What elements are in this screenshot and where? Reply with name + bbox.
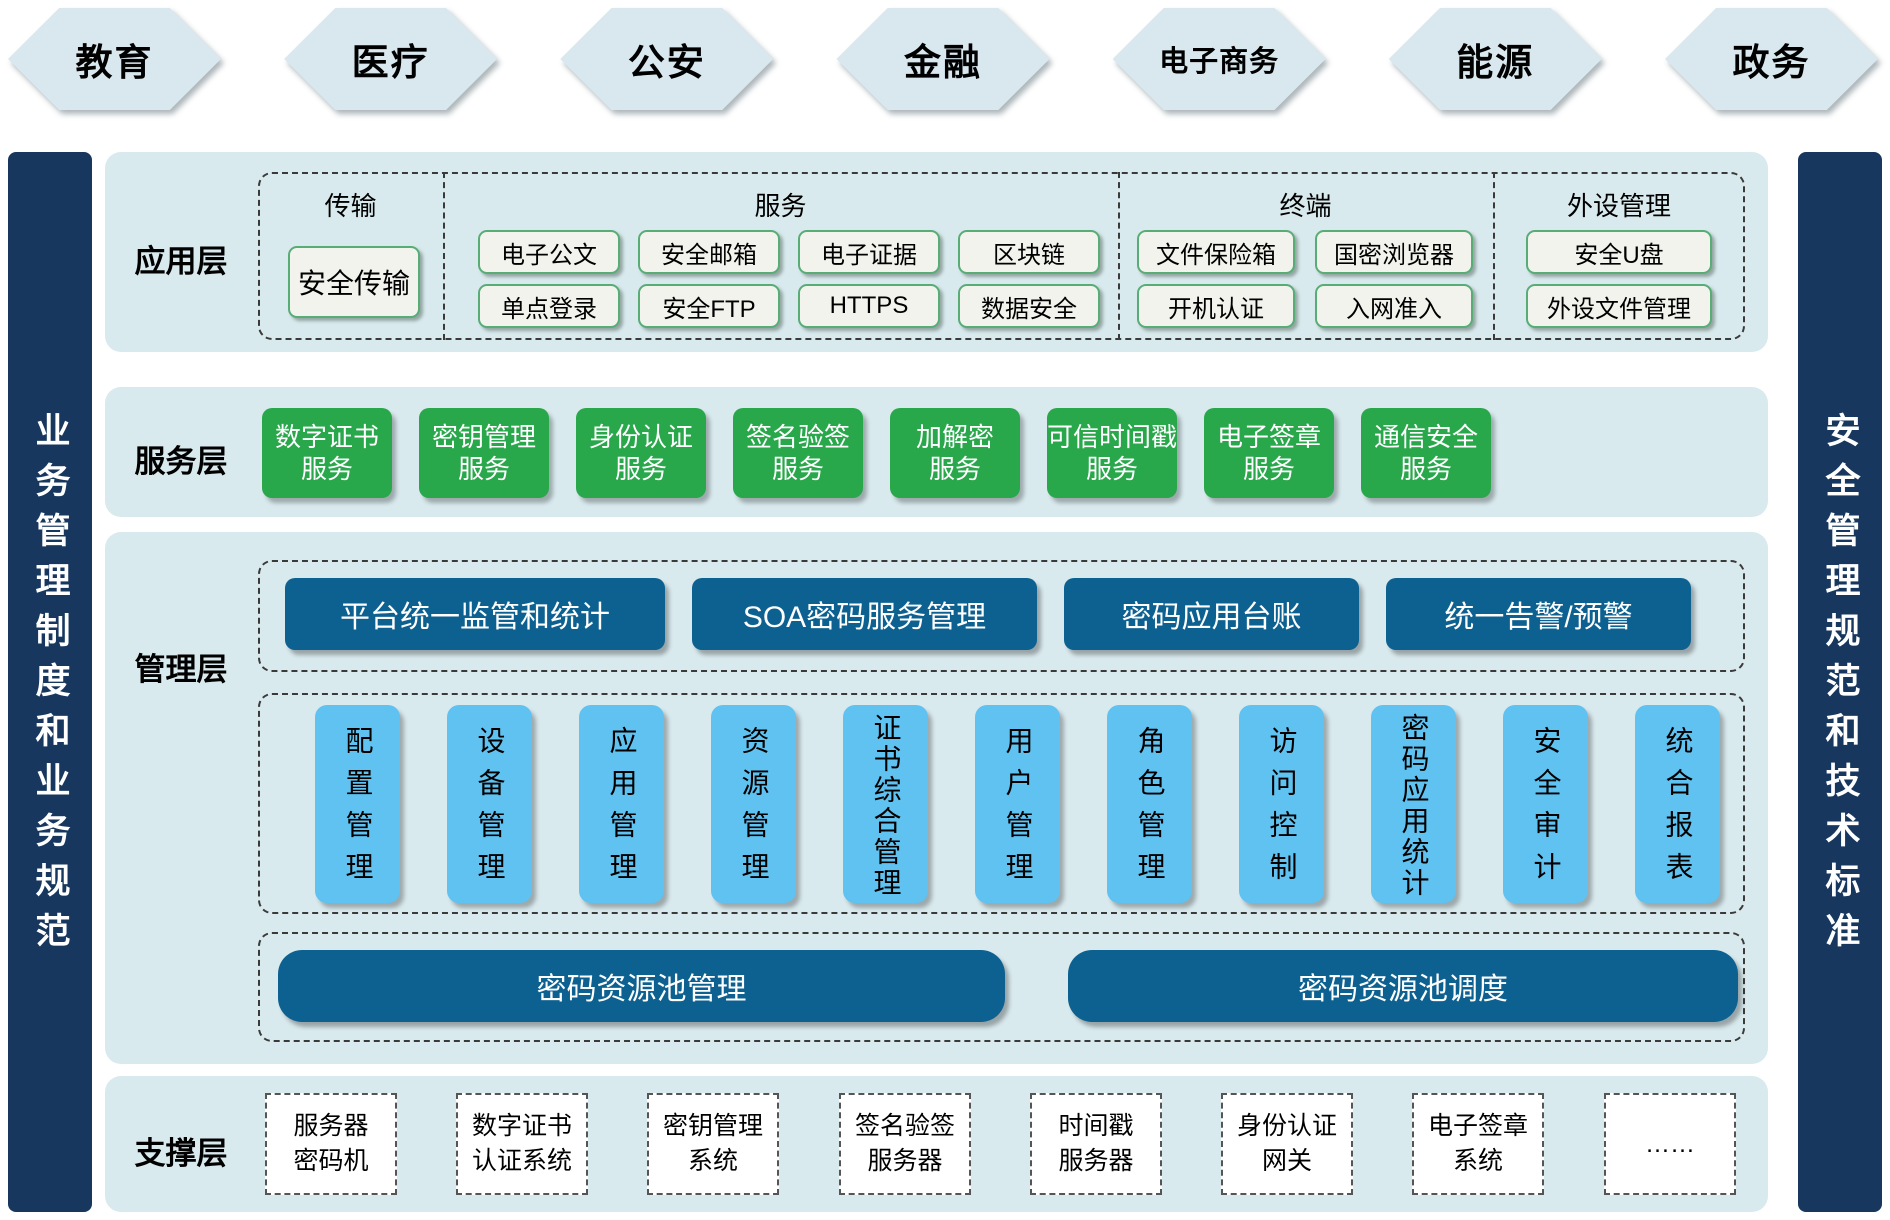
hexagon-label: 医疗 [284, 8, 498, 110]
hexagon-industry: 能源 [1388, 8, 1602, 110]
mgmt-box-crypto-ledger: 密码应用台账 [1064, 578, 1359, 650]
support-box: 密钥管理 系统 [647, 1093, 779, 1195]
mgmt-box-resource-pool-scheduling: 密码资源池调度 [1068, 950, 1738, 1022]
app-box: 区块链 [958, 230, 1100, 274]
app-box: 安全邮箱 [638, 230, 780, 274]
service-box: 身份认证 服务 [576, 408, 706, 498]
app-box: 电子证据 [798, 230, 940, 274]
service-box: 加解密 服务 [890, 408, 1020, 498]
support-box: 签名验签 服务器 [839, 1093, 971, 1195]
mgmt-module: 密码应用统计 [1371, 705, 1456, 903]
application-group-separator [1118, 172, 1120, 340]
mgmt-module: 访问控制 [1239, 705, 1324, 903]
group-label-terminal: 终端 [1279, 191, 1332, 221]
support-box: 身份认证 网关 [1221, 1093, 1353, 1195]
app-box: 电子公文 [478, 230, 620, 274]
app-box: 数据安全 [958, 284, 1100, 328]
support-box-ellipsis: …… [1604, 1093, 1736, 1195]
app-box: 单点登录 [478, 284, 620, 328]
left-sidebar-business-standards: 业务管理制度和业务规范 [8, 152, 92, 1212]
hexagon-industry: 公安 [560, 8, 774, 110]
app-box: 文件保险箱 [1137, 230, 1295, 274]
hexagon-label: 政务 [1664, 8, 1878, 110]
application-layer-label: 应用层 [134, 244, 228, 279]
mgmt-box-resource-pool-mgmt: 密码资源池管理 [278, 950, 1005, 1022]
service-layer-label: 服务层 [134, 444, 228, 479]
application-group-border [258, 172, 1745, 340]
hexagon-label: 电子商务 [1112, 8, 1326, 110]
app-box: 开机认证 [1137, 284, 1295, 328]
mgmt-module: 资源管理 [711, 705, 796, 903]
service-box: 电子签章 服务 [1204, 408, 1334, 498]
management-bottom-group-border [258, 932, 1745, 1042]
mgmt-module: 安全审计 [1503, 705, 1588, 903]
service-box: 数字证书 服务 [262, 408, 392, 498]
support-layer-label: 支撑层 [134, 1136, 228, 1171]
right-sidebar-security-standards: 安全管理规范和技术标准 [1798, 152, 1882, 1212]
application-group-separator [443, 172, 445, 340]
management-layer-label: 管理层 [134, 652, 228, 687]
mgmt-module: 角色管理 [1107, 705, 1192, 903]
mgmt-module: 应用管理 [579, 705, 664, 903]
app-box: 外设文件管理 [1526, 284, 1712, 328]
mgmt-module: 证书综合管理 [843, 705, 928, 903]
hexagon-industry: 医疗 [284, 8, 498, 110]
mgmt-module: 配置管理 [315, 705, 400, 903]
service-box: 通信安全 服务 [1361, 408, 1491, 498]
hexagon-industry: 政务 [1664, 8, 1878, 110]
hexagon-label: 金融 [836, 8, 1050, 110]
support-box: 数字证书 认证系统 [456, 1093, 588, 1195]
mgmt-module: 统合报表 [1635, 705, 1720, 903]
group-label-services: 服务 [754, 191, 807, 221]
hexagon-label: 教育 [8, 8, 221, 110]
hexagon-industry: 电子商务 [1112, 8, 1326, 110]
service-box: 密钥管理 服务 [419, 408, 549, 498]
app-box-secure-transmission: 安全传输 [288, 246, 420, 318]
management-modules-group-border [258, 693, 1745, 914]
group-label-peripheral-mgmt: 外设管理 [1566, 191, 1671, 221]
mgmt-module: 用户管理 [975, 705, 1060, 903]
hexagon-label: 公安 [560, 8, 774, 110]
app-box: 安全U盘 [1526, 230, 1712, 274]
mgmt-module: 设备管理 [447, 705, 532, 903]
support-box: 电子签章 系统 [1412, 1093, 1544, 1195]
hexagon-industry: 教育 [8, 8, 221, 110]
app-box: 安全FTP [638, 284, 780, 328]
management-top-group-border [258, 560, 1745, 672]
hexagon-industry: 金融 [836, 8, 1050, 110]
support-box: 时间戳 服务器 [1030, 1093, 1162, 1195]
app-box: 入网准入 [1315, 284, 1473, 328]
app-box: 国密浏览器 [1315, 230, 1473, 274]
mgmt-box-soa-service-mgmt: SOA密码服务管理 [692, 578, 1037, 650]
industry-hexagon-row: 教育 医疗 公安 金融 电子商务 能源 政务 [8, 8, 1878, 110]
app-box: HTTPS [798, 284, 940, 328]
application-group-separator [1493, 172, 1495, 340]
service-box: 签名验签 服务 [733, 408, 863, 498]
service-box: 可信时间戳 服务 [1047, 408, 1177, 498]
mgmt-box-platform-supervision: 平台统一监管和统计 [285, 578, 665, 650]
group-label-transmission: 传输 [324, 191, 377, 221]
hexagon-label: 能源 [1388, 8, 1602, 110]
mgmt-box-alert-warning: 统一告警/预警 [1386, 578, 1691, 650]
support-box: 服务器 密码机 [265, 1093, 397, 1195]
